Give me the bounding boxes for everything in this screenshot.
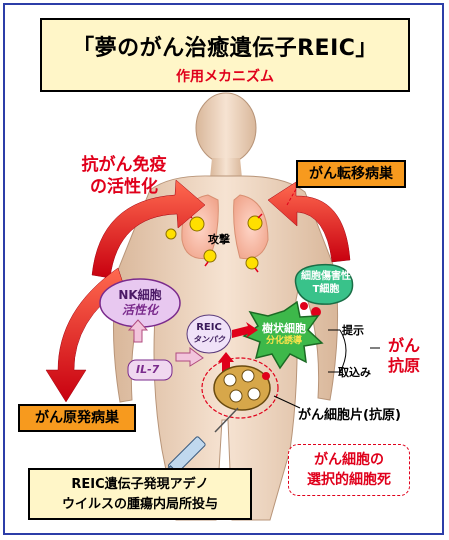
- primary-tumor-label: がん原発病巣: [35, 410, 119, 426]
- uptake-label: 取込み: [338, 364, 371, 380]
- reic-protein-label: REIC タンパク: [188, 322, 230, 346]
- antigen-line2: 抗原: [384, 356, 424, 376]
- il7-label: IL-7: [136, 363, 159, 376]
- death-line2: 選択的細胞死: [289, 470, 409, 490]
- ctl-line2: T細胞: [296, 283, 356, 296]
- death-line1: がん細胞の: [289, 450, 409, 470]
- nk-cell-label: NK細胞 活性化: [104, 288, 176, 318]
- immune-activation-line2: の活性化: [64, 176, 184, 198]
- nk-cell-line2: 活性化: [104, 303, 176, 318]
- antigen-label: がん 抗原: [384, 336, 424, 376]
- immune-activation-line1: 抗がん免疫: [64, 154, 184, 176]
- metastasis-label: がん転移病巣: [309, 166, 393, 182]
- administration-box: REIC遺伝子発現アデノ ウイルスの腫瘍内局所投与: [28, 468, 252, 520]
- dendritic-cell-label: 樹状細胞 分化誘導: [256, 322, 312, 348]
- reic-line1: REIC: [188, 322, 230, 334]
- admin-line2: ウイルスの腫瘍内局所投与: [30, 495, 250, 515]
- reic-line2: タンパク: [188, 334, 230, 346]
- ctl-line1: 細胞傷害性: [296, 270, 356, 283]
- antigen-line1: がん: [384, 336, 424, 356]
- lung-attack-label: 攻撃: [208, 231, 230, 247]
- dc-line1: 樹状細胞: [256, 322, 312, 335]
- ctl-label: 細胞傷害性 T細胞: [296, 270, 356, 296]
- diagram-subtitle: 作用メカニズム: [42, 66, 408, 86]
- title-box: 「夢のがん治癒遺伝子REIC」 作用メカニズム: [40, 18, 410, 92]
- fragment-label: がん細胞片(抗原): [298, 404, 401, 423]
- tumor-mass: [214, 366, 270, 410]
- selective-death-box: がん細胞の 選択的細胞死: [288, 444, 410, 496]
- present-label: 提示: [342, 322, 364, 338]
- primary-tumor-box: がん原発病巣: [18, 404, 136, 432]
- admin-line1: REIC遺伝子発現アデノ: [30, 475, 250, 495]
- nk-cell-line1: NK細胞: [104, 288, 176, 303]
- diagram-title: 「夢のがん治癒遺伝子REIC」: [42, 30, 408, 62]
- immune-activation-label: 抗がん免疫 の活性化: [64, 154, 184, 198]
- metastasis-box: がん転移病巣: [296, 160, 406, 188]
- dc-line2: 分化誘導: [256, 335, 312, 348]
